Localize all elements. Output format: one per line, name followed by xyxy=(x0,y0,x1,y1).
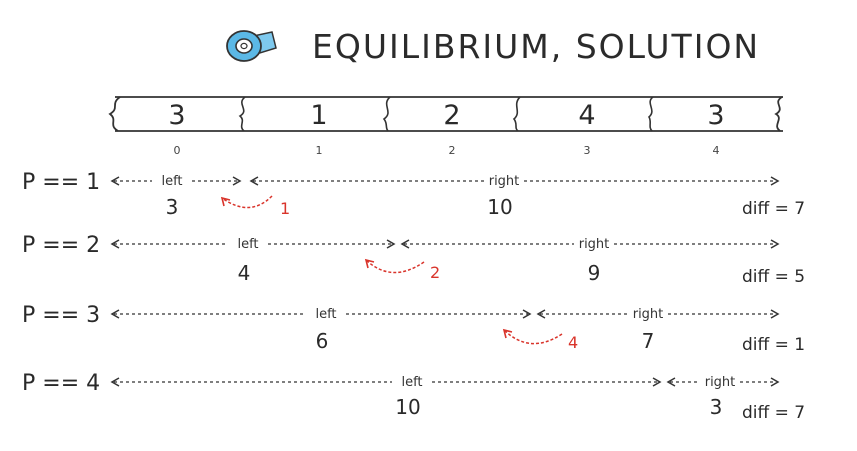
right-arrow: right xyxy=(536,307,780,322)
left-arrow: left xyxy=(110,174,242,189)
transfer-curve-arrow xyxy=(503,329,563,345)
diff-value: diff = 7 xyxy=(742,199,805,219)
right-arrow-label: right xyxy=(489,174,520,189)
left-sum: 4 xyxy=(238,261,251,285)
left-arrow-label: left xyxy=(401,375,422,390)
tape-roll-icon xyxy=(226,30,277,62)
transfer-step-number: 2 xyxy=(430,263,440,282)
right-sum: 7 xyxy=(642,329,655,353)
array-cell-value: 3 xyxy=(168,100,185,131)
right-arrow-label: right xyxy=(633,307,664,322)
right-arrow-label: right xyxy=(705,375,736,390)
right-arrow: right xyxy=(400,237,780,252)
array-strip xyxy=(108,96,783,132)
left-arrow: left xyxy=(110,237,396,252)
array-cell: 43 xyxy=(578,100,595,157)
array-cell-index: 1 xyxy=(316,144,323,157)
step-row: P == 4 left right 10 3 diff = 7 xyxy=(22,371,805,423)
array-cell: 30 xyxy=(168,100,185,157)
left-sum: 3 xyxy=(166,195,179,219)
array-cell-value: 2 xyxy=(443,100,460,131)
right-sum: 9 xyxy=(588,261,601,285)
array-cell-index: 4 xyxy=(713,144,720,157)
pivot-label: P == 2 xyxy=(22,233,100,258)
diff-value: diff = 7 xyxy=(742,403,805,423)
left-sum: 6 xyxy=(316,329,329,353)
array-cell-index: 3 xyxy=(584,144,591,157)
left-arrow: left xyxy=(110,375,662,390)
left-sum: 10 xyxy=(395,395,420,419)
array-cell-index: 2 xyxy=(449,144,456,157)
array-cell: 11 xyxy=(310,100,327,157)
right-arrow-label: right xyxy=(579,237,610,252)
page-title: EQUILIBRIUM, SOLUTION xyxy=(312,27,760,66)
array-cell: 22 xyxy=(443,100,460,157)
left-arrow-label: left xyxy=(161,174,182,189)
diff-value: diff = 5 xyxy=(742,267,805,287)
transfer-step-number: 4 xyxy=(568,333,578,352)
array-cell-index: 0 xyxy=(174,144,181,157)
right-arrow: right xyxy=(666,375,780,390)
left-arrow-label: left xyxy=(315,307,336,322)
array-cell-value: 1 xyxy=(310,100,327,131)
array-cell: 34 xyxy=(707,100,724,157)
transfer-curve-arrow xyxy=(365,259,425,274)
diff-value: diff = 1 xyxy=(742,335,805,355)
transfer-step-number: 1 xyxy=(280,199,290,218)
transfer-curve-arrow xyxy=(221,195,273,209)
pivot-label: P == 1 xyxy=(22,170,100,195)
transfer-arrowhead xyxy=(364,258,375,269)
step-rows: P == 1 left right 3 10 diff = 7 1 P == 2 left rig… xyxy=(22,170,805,423)
transfer-arrowhead xyxy=(502,328,513,339)
step-row: P == 3 left right 6 7 diff = 1 4 xyxy=(22,303,805,355)
right-sum: 10 xyxy=(487,195,512,219)
step-row: P == 1 left right 3 10 diff = 7 1 xyxy=(22,170,805,219)
transfer-arrowhead xyxy=(220,196,231,207)
pivot-label: P == 3 xyxy=(22,303,100,328)
array-cell-value: 4 xyxy=(578,100,595,131)
right-sum: 3 xyxy=(710,395,723,419)
step-row: P == 2 left right 4 9 diff = 5 2 xyxy=(22,233,805,287)
right-arrow: right xyxy=(249,174,780,189)
array-cell-value: 3 xyxy=(707,100,724,131)
header: EQUILIBRIUM, SOLUTION xyxy=(226,27,760,66)
left-arrow: left xyxy=(110,307,532,322)
left-arrow-label: left xyxy=(237,237,258,252)
pivot-label: P == 4 xyxy=(22,371,100,396)
